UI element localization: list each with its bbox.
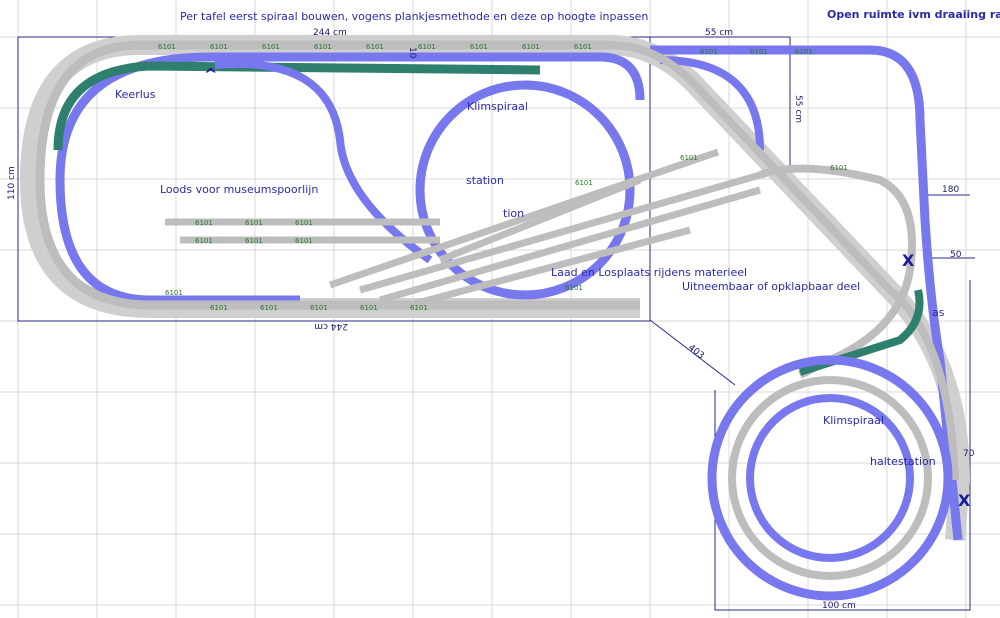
dim-right-top-width: 55 cm	[705, 28, 733, 38]
loods-label: Loods voor museumspoorlijn	[160, 183, 318, 196]
left-oval-grey	[35, 40, 640, 310]
klimspiraal-top-label: Klimspiraal	[467, 100, 528, 113]
x-marker-right: X	[902, 251, 915, 270]
piece-label: 6101	[700, 48, 718, 56]
dim-top-width: 244 cm	[313, 28, 347, 38]
piece-label: 6101	[262, 43, 280, 51]
x-marker-bottom: X	[958, 491, 971, 510]
teal-connection	[798, 289, 924, 376]
track-piece-labels: 6101 6101 6101 6101 6101 6101 6101 6101 …	[158, 43, 848, 312]
upper-right-blue	[650, 45, 963, 541]
yard-track-5	[379, 186, 761, 304]
piece-label: 6101	[418, 43, 436, 51]
dim-50: 50	[950, 250, 962, 260]
dim-100: 100 cm	[822, 601, 856, 611]
piece-label: 6101	[574, 43, 592, 51]
laad-label: Laad en Losplaats rijdens materieel	[551, 266, 747, 279]
yard-track-7	[438, 176, 642, 264]
upper-right-loop	[609, 41, 963, 541]
dim-403: 403	[686, 343, 706, 361]
piece-label: 6101	[195, 237, 213, 245]
piece-label: 6101	[260, 304, 278, 312]
piece-label: 6101	[295, 219, 313, 227]
bottom-spiral-mid	[728, 376, 932, 580]
dim-bottom-width: 244 cm	[314, 321, 348, 331]
connection-loop	[758, 164, 916, 379]
dim-70: 70	[963, 449, 975, 459]
piece-label: 6101	[158, 43, 176, 51]
upper-right-grey	[609, 41, 959, 481]
board-outlines	[17, 36, 975, 611]
uitneembaar-label: Uitneembaar of opklapbaar deel	[682, 280, 860, 293]
dim-right-top-height: 55 cm	[793, 95, 803, 123]
instruction-text: Per tafel eerst spiraal bouwen, vogens p…	[180, 10, 648, 23]
piece-label: 6101	[195, 219, 213, 227]
piece-label: 6101	[245, 237, 263, 245]
piece-label: 6101	[750, 48, 768, 56]
piece-label: 6101	[360, 304, 378, 312]
dim-inner-small: 10	[407, 47, 417, 59]
piece-label: 6101	[470, 43, 488, 51]
dim-line-403	[649, 319, 736, 386]
piece-label: 6101	[366, 43, 384, 51]
haltestation-label: haltestation	[870, 455, 936, 468]
caret-marker: ^	[204, 65, 217, 84]
piece-label: 6101	[314, 43, 332, 51]
piece-label: 6101	[210, 304, 228, 312]
upper-right-inner-blue	[659, 56, 764, 151]
piece-label: 6101	[310, 304, 328, 312]
station-yard	[165, 148, 761, 309]
piece-label: 6101	[165, 289, 183, 297]
yard-track-6	[409, 226, 691, 309]
left-oval	[35, 40, 645, 310]
klimspiraal-bottom-label: Klimspiraal	[823, 414, 884, 427]
piece-label: 6101	[795, 48, 813, 56]
left-oval-inner-teal	[53, 61, 541, 151]
piece-label: 6101	[410, 304, 428, 312]
keerlus-label: Keerlus	[115, 88, 156, 101]
bottom-spiral-outer	[707, 355, 953, 601]
yard-track-4	[359, 171, 761, 294]
open-space-text: Open ruimte ivm draaiing raam	[827, 8, 1000, 21]
yard-track-3	[328, 148, 720, 289]
as-partial-label: as	[932, 306, 945, 319]
klimspiraal-top	[415, 80, 635, 300]
piece-label: 6101	[295, 237, 313, 245]
piece-label: 6101	[680, 154, 698, 162]
station-label: station	[466, 174, 504, 187]
piece-label: 6101	[522, 43, 540, 51]
keerlus-loop	[214, 60, 433, 264]
station-partial-label: tion	[503, 207, 524, 220]
bottom-spiral-inner	[746, 394, 914, 562]
piece-label: 6101	[830, 164, 848, 172]
piece-label: 6101	[245, 219, 263, 227]
dim-left-height: 110 cm	[7, 166, 17, 200]
piece-label: 6101	[565, 284, 583, 292]
piece-label: 6101	[210, 43, 228, 51]
dim-180: 180	[942, 185, 959, 195]
klimspiraal-bottom	[707, 355, 953, 601]
piece-label: 6101	[575, 179, 593, 187]
